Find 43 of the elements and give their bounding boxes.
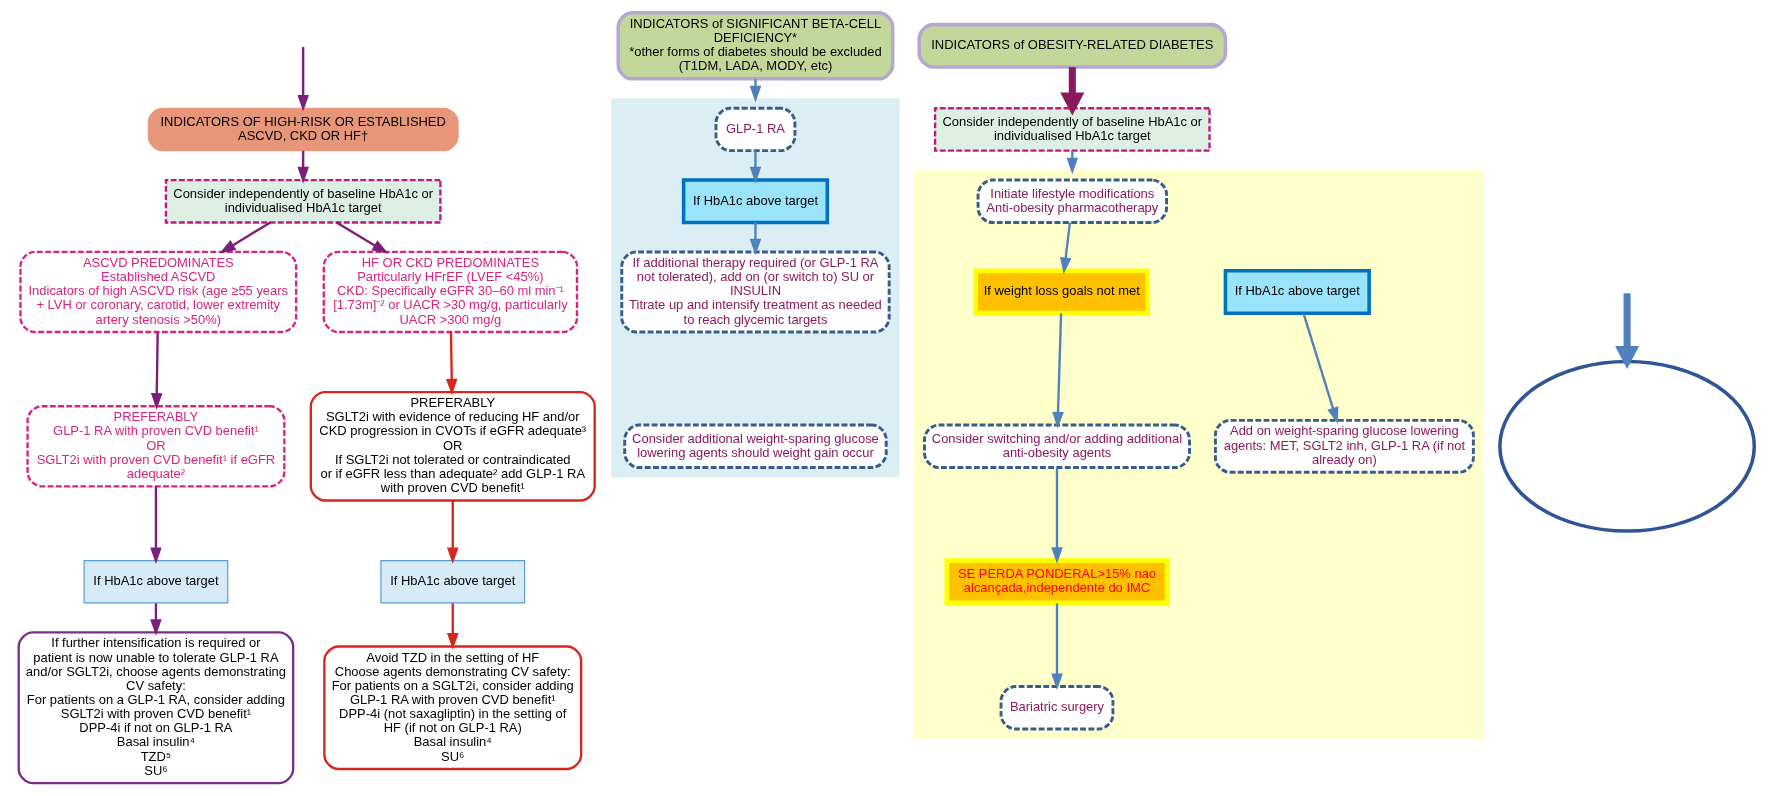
node-box: Consider switching and/or adding additional anti-obesity agents: [923, 423, 1191, 469]
arrow: [150, 332, 163, 410]
node-box: If HbA1c above target: [681, 178, 830, 225]
node-box: Bariatric surgery: [999, 685, 1115, 731]
node-box: PREFERABLY SGLT2i with evidence of reducing HF and/or CKD progression in CVOTs if eGFR adequate³ OR If SGLT2i not tolerated or contraindicated or if eGFR less than adequate² add GLP-1 RA with proven CVD benefit¹: [309, 390, 596, 502]
node-box: Consider additional weight-sparing glucose lowering agents should weight gain occur: [623, 423, 888, 469]
node-box: If further intensification is required or patient is now unable to tolerate GLP-1 RA and/or SGLT2i, choose agents demonstrating CV safety: For patients on a GLP-1 RA, consider adding SGLT2i with proven CVD benefit¹ DPP-4i if not on GLP-1 RA Basal insulin⁴ TZD⁵ SU⁶: [17, 631, 295, 785]
node-box: Consider independently of baseline HbA1c or individualised HbA1c target: [164, 178, 442, 224]
arrow: [335, 221, 389, 254]
node-ellipse: [1498, 359, 1757, 533]
node-box: Avoid TZD in the setting of HF Choose agents demonstrating CV safety: For patients on a SGLT2i, consider adding GLP-1 RA with proven CVD benefit¹ DPP-4i (not saxagliptin) in the setting of HF (if not on GLP-1 RA) Basal insulin⁴ SU⁶: [323, 645, 583, 771]
node-box: HF OR CKD PREDOMINATES Particularly HFrEF (LVEF <45%) CKD: Specifically eGFR 30–60 ml min⁻¹ [1.73m]⁻² or UACR >30 mg/g, particularly UACR >300 mg/g: [322, 250, 579, 334]
node-box: If additional therapy required (or GLP-1 RA not tolerated), add on (or switch to) SU or INSULIN Titrate up and intensify treatment as needed to reach glycemic targets: [620, 250, 891, 334]
node-box: Add on weight-sparing glucose lowering agents: MET, SGLT2 inh, GLP-1 RA (if not already on): [1213, 418, 1475, 474]
arrow: [446, 500, 459, 564]
arrow: [1060, 67, 1085, 116]
arrow: [749, 150, 762, 184]
arrow: [219, 221, 271, 254]
arrow: [1051, 603, 1063, 691]
node-box: GLP-1 RA: [714, 106, 797, 153]
node-box: If HbA1c above target: [380, 559, 526, 604]
node-box: If HbA1c above target: [83, 559, 229, 604]
node-box: If weight loss goals not met: [973, 268, 1151, 316]
arrow: [445, 332, 458, 396]
arrow: [1051, 467, 1063, 564]
arrow: [446, 603, 459, 650]
node-box: Initiate lifestyle modifications Anti-obesity pharmacotherapy: [976, 178, 1168, 224]
node-box: Consider independently of baseline HbA1c or individualised HbA1c target: [933, 107, 1211, 152]
node-box: INDICATORS of SIGNIFICANT BETA-CELL DEFICIENCY* *other forms of diabetes should be excluded (T1DM, LADA, MODY, etc): [616, 11, 895, 81]
cluster: [913, 170, 1484, 739]
cluster: [611, 98, 900, 478]
node-box: INDICATORS OF HIGH-RISK OR ESTABLISHED ASCVD, CKD OR HF†: [147, 107, 459, 152]
node-box: INDICATORS of OBESITY-RELATED DIABETES: [917, 22, 1228, 69]
node-box: ASCVD PREDOMINATES Established ASCVD Indicators of high ASCVD risk (age ≥55 years + LVH or coronary, carotid, lower extremity artery stenosis >50%): [19, 250, 298, 334]
node-box: PREFERABLY GLP-1 RA with proven CVD benefit¹ OR SGLT2i with proven CVD benefit¹ if eGFR adequate²: [26, 405, 286, 488]
node-box: SE PERDA PONDERAL>15% nao alcançada,independente do IMC: [944, 558, 1170, 606]
arrow: [1052, 313, 1064, 429]
arrow: [1059, 222, 1072, 275]
arrow: [749, 222, 762, 256]
arrow: [150, 486, 162, 565]
arrow: [1302, 313, 1339, 424]
arrow: [297, 47, 309, 112]
node-box: If HbA1c above target: [1223, 269, 1371, 315]
